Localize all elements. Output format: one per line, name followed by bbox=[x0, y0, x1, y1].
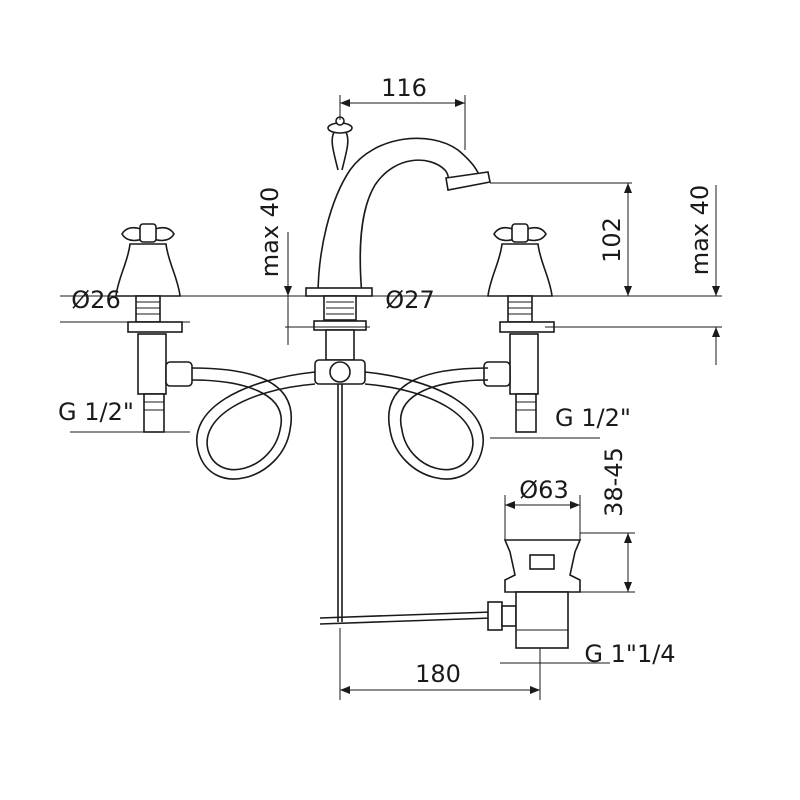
dim-drain-diameter: Ø63 bbox=[519, 476, 568, 504]
right-handle bbox=[483, 223, 555, 433]
dim-left-diameter: Ø26 bbox=[71, 286, 120, 314]
dim-left-thread: G 1/2" bbox=[58, 398, 134, 426]
center-body bbox=[313, 295, 367, 622]
dim-left-max-height: max 40 bbox=[256, 187, 284, 277]
left-handle bbox=[115, 223, 193, 433]
dimension-lines bbox=[60, 95, 722, 700]
dim-center-diameter: Ø27 bbox=[385, 286, 434, 314]
drain bbox=[503, 539, 582, 649]
spout bbox=[305, 116, 491, 297]
dim-spout-reach: 116 bbox=[381, 74, 427, 102]
dim-spout-height: 102 bbox=[598, 217, 626, 263]
dim-right-max-height: max 40 bbox=[686, 185, 714, 275]
dim-drain-thread: G 1"1/4 bbox=[584, 640, 675, 668]
dim-drain-distance: 180 bbox=[415, 660, 461, 688]
dim-drain-range: 38-45 bbox=[600, 447, 628, 517]
dim-right-thread: G 1/2" bbox=[555, 404, 631, 432]
popup-rod bbox=[319, 601, 517, 631]
hoses bbox=[191, 367, 489, 480]
